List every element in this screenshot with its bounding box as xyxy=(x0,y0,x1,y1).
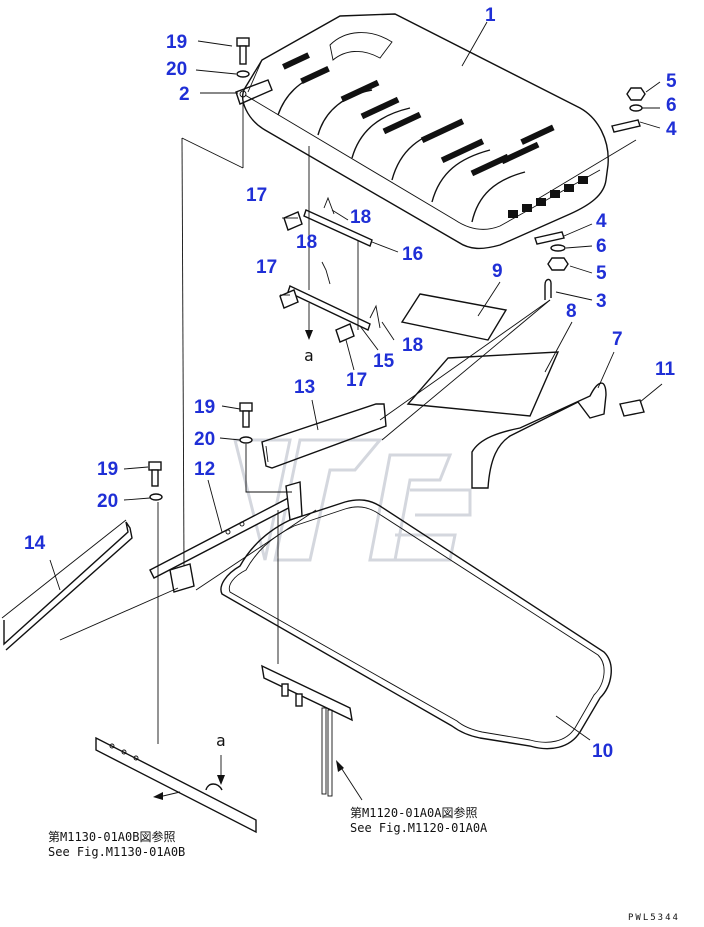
callout-2: 2 xyxy=(179,84,190,105)
trim-part-7 xyxy=(471,382,607,489)
callout-19-top: 19 xyxy=(166,32,188,53)
reference-right-line2: See Fig.M1120-01A0A xyxy=(350,821,488,835)
callout-20-left: 20 xyxy=(97,491,119,512)
callout-3: 3 xyxy=(596,291,607,312)
callout-1: 1 xyxy=(485,5,496,26)
reference-note-left: 第M1130-01A0B図参照 See Fig.M1130-01A0B xyxy=(48,830,185,860)
callout-5-top: 5 xyxy=(666,71,677,92)
drawing-code: PWL5344 xyxy=(628,913,680,923)
callout-7: 7 xyxy=(612,329,623,350)
callout-4-middle: 4 xyxy=(596,211,607,232)
phantom-lines xyxy=(59,96,551,744)
callout-16: 16 xyxy=(402,244,424,265)
nut-washer-top-right xyxy=(611,87,646,133)
marker-a-bottom: a xyxy=(216,731,227,750)
marker-a-top: a xyxy=(304,346,315,365)
callout-12: 12 xyxy=(194,459,216,480)
callout-18-bottom: 18 xyxy=(402,335,424,356)
callout-20-top: 20 xyxy=(166,59,188,80)
bolt-19-left xyxy=(148,461,163,501)
reference-left-line1: 第M1130-01A0B図参照 xyxy=(48,830,176,844)
callout-8: 8 xyxy=(566,301,577,322)
callout-13: 13 xyxy=(294,377,316,398)
callout-6-middle: 6 xyxy=(596,236,607,257)
bracket-bars xyxy=(279,196,381,343)
callout-11: 11 xyxy=(655,359,676,380)
rail-bottom-left xyxy=(95,736,257,834)
callout-19-left: 19 xyxy=(97,459,119,480)
callout-20-middle: 20 xyxy=(194,429,216,450)
arrows xyxy=(153,303,363,801)
roof-cover-part-1 xyxy=(242,13,609,250)
leader-lines xyxy=(49,21,663,741)
callout-5-middle: 5 xyxy=(596,263,607,284)
callout-4-top: 4 xyxy=(666,119,677,140)
callout-6-top: 6 xyxy=(666,95,677,116)
bolt-19-middle xyxy=(239,402,253,444)
callout-17-top: 17 xyxy=(246,185,268,206)
callout-18-top: 18 xyxy=(350,207,372,228)
callout-9: 9 xyxy=(492,261,503,282)
callout-17-bottom: 17 xyxy=(346,370,368,391)
reference-left-line2: See Fig.M1130-01A0B xyxy=(48,845,186,859)
bracket-bottom-center xyxy=(261,664,353,797)
hardware-stack-right xyxy=(534,231,569,300)
reference-note-right: 第M1120-01A0A図参照 See Fig.M1120-01A0A xyxy=(350,806,487,836)
callout-19-middle: 19 xyxy=(194,397,216,418)
callout-14: 14 xyxy=(24,533,46,554)
plate-part-11 xyxy=(619,399,645,417)
rod-part-13 xyxy=(261,403,387,469)
callout-15: 15 xyxy=(373,351,395,372)
reference-right-line1: 第M1120-01A0A図参照 xyxy=(350,806,478,820)
frame-part-10 xyxy=(220,499,612,750)
bolt-19-top xyxy=(236,37,250,78)
callout-17-middle: 17 xyxy=(256,257,278,278)
pad-part-9 xyxy=(400,293,508,341)
callout-10: 10 xyxy=(592,741,614,762)
sheet-part-8 xyxy=(406,351,560,417)
bracket-part-12 xyxy=(149,481,303,593)
callout-18-middle: 18 xyxy=(296,232,318,253)
rod-part-14 xyxy=(1,519,133,651)
